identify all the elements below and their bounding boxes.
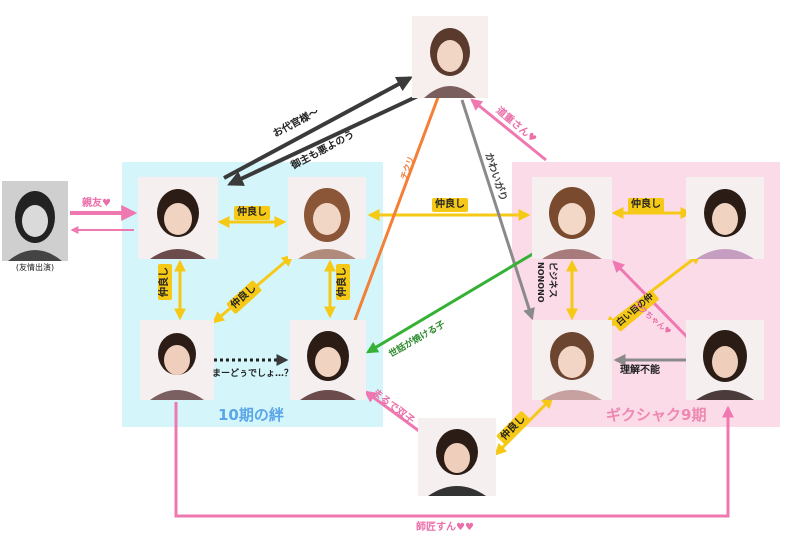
- member-photo-10-a: [138, 177, 218, 259]
- label-nakayoshi-e: 仲良し: [432, 198, 468, 212]
- label-business: ビジネス: [547, 262, 557, 299]
- edge-shishou: [174, 402, 734, 518]
- member-photo-9-b: [686, 177, 764, 259]
- label-rikai: 理解不能: [620, 365, 660, 376]
- edge-kawaigari: [460, 99, 535, 321]
- label-shishou: 師匠すん♥♥: [416, 522, 474, 533]
- member-photo-9-c: [532, 320, 612, 400]
- label-nakayoshi-f: 仲良し: [628, 198, 664, 212]
- member-photo-bottom: [418, 418, 496, 496]
- edge-gonushi: [227, 94, 419, 186]
- group-9th-gen-label: ギクシャク9期: [606, 406, 707, 424]
- friend-photo: [2, 181, 68, 261]
- edge-michishige: [470, 98, 547, 162]
- label-nakayoshi-b: 仲良し: [158, 264, 172, 300]
- label-nonono: NONONO: [536, 262, 545, 303]
- edge-sewa: [365, 250, 537, 354]
- edge-chikuri: [350, 81, 446, 329]
- edge-odaikan: [223, 76, 413, 180]
- member-photo-9-a: [532, 177, 612, 259]
- member-photo-10-c: [140, 320, 214, 400]
- member-photo-9-d: [686, 320, 764, 400]
- member-photo-top: [412, 16, 488, 98]
- label-madoushiyo: まーどぅでしょ…？: [212, 369, 294, 379]
- group-10th-gen-label: 10期の絆: [218, 406, 284, 424]
- label-nakayoshi-a: 仲良し: [234, 206, 270, 220]
- label-nakayoshi-d: 仲良し: [336, 264, 350, 300]
- member-photo-10-b: [288, 177, 366, 259]
- member-photo-10-d: [290, 320, 366, 400]
- label-shinyu: 親友♥: [82, 198, 111, 209]
- friend-caption: (友情出演): [15, 263, 55, 272]
